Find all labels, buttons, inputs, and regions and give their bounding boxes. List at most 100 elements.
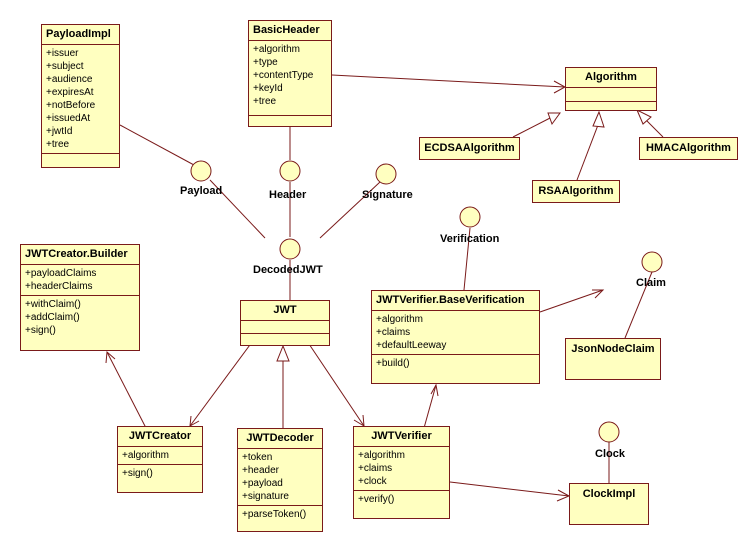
attributes-section: +payloadClaims +headerClaims: [21, 265, 139, 296]
class-name: JWTCreator.Builder: [21, 245, 139, 265]
link-jwt-jwtcreator: [189, 337, 256, 427]
attribute: +audience: [46, 74, 93, 85]
link-jwt-jwtverifier: [304, 337, 365, 427]
class-jwtverifier-baseverification[interactable]: JWTVerifier.BaseVerification +algorithm …: [371, 290, 540, 384]
link-rsa-algorithm: [576, 124, 599, 181]
operation: +sign(): [25, 325, 56, 336]
attribute: +issuedAt: [46, 113, 91, 124]
interface-circle-verification: [459, 206, 481, 228]
class-algorithm[interactable]: Algorithm: [565, 67, 657, 111]
operations-section: [566, 102, 656, 106]
attributes-section: +algorithm +claims +defaultLeeway: [372, 311, 539, 355]
class-name: JWT: [241, 301, 329, 321]
arrowhead-builder: [105, 350, 116, 364]
operations-section: [249, 116, 331, 120]
operation: +sign(): [122, 468, 153, 479]
class-name: RSAAlgorithm: [538, 185, 614, 197]
attribute: +algorithm: [376, 314, 423, 325]
link-jwtverifier-clockimpl: [449, 481, 570, 497]
class-name: ECDSAAlgorithm: [424, 142, 515, 154]
link-signature-decodedjwt: [319, 181, 381, 239]
triangle-rsa: [592, 110, 605, 128]
operation: +withClaim(): [25, 299, 81, 310]
operations-section: [241, 334, 329, 338]
attribute: +algorithm: [122, 450, 169, 461]
class-name: JsonNodeClaim: [571, 343, 655, 355]
interface-label-header: Header: [269, 189, 307, 201]
interface-circle-clock: [598, 421, 620, 443]
class-name: JWTVerifier: [354, 427, 449, 447]
attribute: +payload: [242, 478, 283, 489]
interface-circle-header: [279, 160, 301, 182]
class-name: BasicHeader: [249, 21, 331, 41]
attribute: +claims: [358, 463, 393, 474]
attribute: +algorithm: [253, 44, 300, 55]
attribute: +tree: [253, 96, 277, 107]
link-jwtverifier-baseverification: [423, 384, 437, 429]
interface-label-clock: Clock: [595, 448, 625, 460]
interface-circle-signature: [375, 163, 397, 185]
operations-section: [42, 154, 119, 158]
attribute: +expiresAt: [46, 87, 94, 98]
attribute: +payloadClaims: [25, 268, 97, 279]
attribute: +signature: [242, 491, 289, 502]
link-payload-decodedjwt: [209, 179, 266, 239]
link-claim-jsonnodeclaim: [624, 271, 653, 339]
class-jsonnodeclaim[interactable]: JsonNodeClaim: [565, 338, 661, 380]
class-payloadimpl[interactable]: PayloadImpl +issuer +subject +audience +…: [41, 24, 120, 168]
class-jwtcreator-builder[interactable]: JWTCreator.Builder +payloadClaims +heade…: [20, 244, 140, 351]
operations-section: +verify(): [354, 491, 449, 508]
class-jwt[interactable]: JWT: [240, 300, 330, 346]
class-jwtdecoder[interactable]: JWTDecoder +token +header +payload +sign…: [237, 428, 323, 532]
class-jwtcreator[interactable]: JWTCreator +algorithm +sign(): [117, 426, 203, 493]
interface-label-payload: Payload: [180, 185, 223, 197]
attribute: +token: [242, 452, 273, 463]
class-clockimpl[interactable]: ClockImpl: [569, 483, 649, 525]
attribute: +headerClaims: [25, 281, 93, 292]
attribute: +algorithm: [358, 450, 405, 461]
link-jwtcreator-builder: [106, 351, 147, 429]
operations-section: +withClaim() +addClaim() +sign(): [21, 296, 139, 339]
operation: +addClaim(): [25, 312, 80, 323]
attribute: +jwtId: [46, 126, 73, 137]
arrowhead-baseverification: [430, 383, 439, 397]
attributes-section: +token +header +payload +signature: [238, 449, 322, 506]
interface-label-decodedjwt: DecodedJWT: [253, 264, 323, 276]
attribute: +contentType: [253, 70, 314, 81]
link-baseverification-claim: [539, 289, 604, 313]
attributes-section: +issuer +subject +audience +expiresAt +n…: [42, 45, 119, 154]
arrowhead-claim: [592, 289, 605, 299]
attributes-section: [566, 88, 656, 102]
class-rsaalgorithm[interactable]: RSAAlgorithm: [532, 180, 620, 203]
attribute: +defaultLeeway: [376, 340, 447, 351]
attribute: +issuer: [46, 48, 79, 59]
link-ecdsa-algorithm: [512, 115, 555, 138]
attributes-section: +algorithm: [118, 447, 202, 465]
class-name: PayloadImpl: [42, 25, 119, 45]
class-ecdsaalgorithm[interactable]: ECDSAAlgorithm: [419, 137, 520, 160]
class-name: JWTVerifier.BaseVerification: [372, 291, 539, 311]
class-name: Algorithm: [566, 68, 656, 88]
interface-label-verification: Verification: [440, 233, 500, 245]
attributes-section: +algorithm +claims +clock: [354, 447, 449, 491]
interface-circle-claim: [641, 251, 663, 273]
link-verification-baseverification: [463, 227, 471, 291]
class-hmacalgorithm[interactable]: HMACAlgorithm: [639, 137, 738, 160]
class-name: ClockImpl: [582, 488, 636, 500]
attribute: +subject: [46, 61, 84, 72]
attribute: +keyId: [253, 83, 283, 94]
class-basicheader[interactable]: BasicHeader +algorithm +type +contentTyp…: [248, 20, 332, 127]
operations-section: +parseToken(): [238, 506, 322, 523]
operation: +parseToken(): [242, 509, 307, 520]
link-payloadimpl-payload: [119, 124, 195, 166]
operations-section: +sign(): [118, 465, 202, 482]
interface-circle-decodedjwt: [279, 238, 301, 260]
interface-label-claim: Claim: [636, 277, 666, 289]
class-jwtverifier[interactable]: JWTVerifier +algorithm +claims +clock +v…: [353, 426, 450, 519]
attribute: +claims: [376, 327, 411, 338]
attribute: +header: [242, 465, 279, 476]
attribute: +type: [253, 57, 278, 68]
link-basicheader-algorithm: [331, 74, 566, 88]
operations-section: +build(): [372, 355, 539, 372]
